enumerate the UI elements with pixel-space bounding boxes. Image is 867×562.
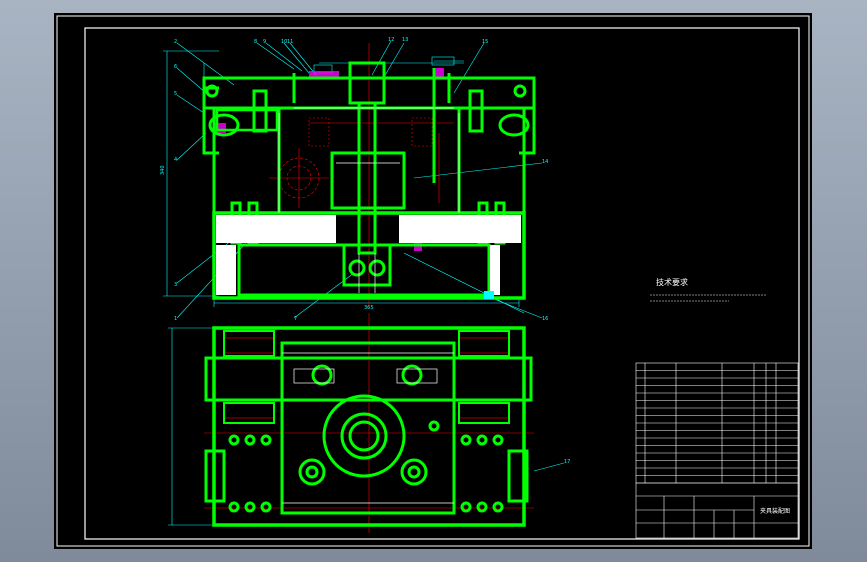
svg-text:7: 7 <box>294 316 297 322</box>
svg-text:16: 16 <box>542 316 548 322</box>
drawing-name: 夹具装配图 <box>760 507 790 515</box>
svg-text:14: 14 <box>542 159 548 165</box>
svg-text:15: 15 <box>482 39 488 45</box>
plan-view: 17 <box>168 313 570 533</box>
svg-text:13: 13 <box>402 37 408 43</box>
svg-text:9: 9 <box>263 39 266 45</box>
svg-text:4: 4 <box>174 157 177 163</box>
svg-text:12: 12 <box>388 37 394 43</box>
svg-text:8: 8 <box>254 39 257 45</box>
svg-text:340: 340 <box>160 165 166 175</box>
svg-text:3: 3 <box>174 282 177 288</box>
svg-text:17: 17 <box>564 459 570 465</box>
title-block <box>635 362 799 539</box>
svg-text:5: 5 <box>174 91 177 97</box>
tech-notes: 技术要求 <box>650 277 766 302</box>
tech-notes-title: 技术要求 <box>656 277 688 287</box>
svg-text:1: 1 <box>174 316 177 322</box>
svg-text:6: 6 <box>174 64 177 70</box>
svg-text:11: 11 <box>287 39 293 45</box>
svg-text:10: 10 <box>281 39 287 45</box>
svg-text:2: 2 <box>174 39 177 45</box>
marker-square <box>484 291 494 299</box>
inner-border <box>84 27 800 540</box>
outer-border <box>56 15 810 547</box>
